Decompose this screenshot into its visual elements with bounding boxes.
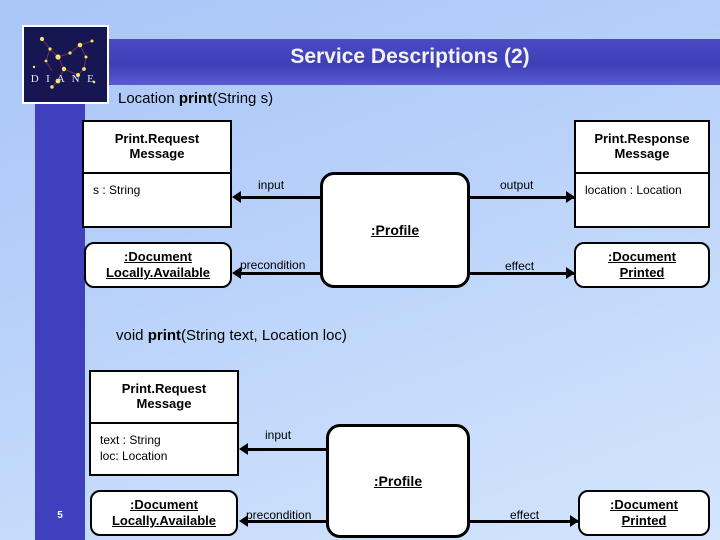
class-attribute: location : Location (585, 183, 682, 197)
class-title-line2: Message (136, 396, 192, 411)
section-2-effect-label: effect (510, 508, 540, 522)
state-line2: Printed (621, 513, 667, 528)
section-2-request-message-box: Print.Request Message text : String loc:… (89, 370, 239, 476)
class-attributes: location : Location (576, 174, 708, 198)
section-2-precondition-label: precondition (246, 508, 312, 522)
section-2-caption: void print(String text, Location loc) (116, 327, 347, 344)
caption-plain: Location (118, 90, 179, 107)
section-1-precondition-arrowhead (232, 267, 241, 279)
caption-tail: (String s) (212, 90, 274, 107)
section-2-effect-arrowhead (570, 515, 579, 527)
class-title-line1: Print.Request (121, 381, 207, 397)
section-1-input-edge (240, 196, 322, 199)
section-1-output-edge (468, 196, 574, 199)
section-1-precondition-label: precondition (240, 258, 306, 272)
caption-tail: (String text, Location loc) (181, 327, 347, 344)
class-attribute: loc: Location (100, 449, 168, 464)
section-2-profile-node: :Profile (326, 424, 470, 538)
section-1-effect-state: :Document Printed (574, 242, 710, 288)
section-2-input-arrowhead (239, 443, 248, 455)
logo-wordmark: D I A N E (31, 73, 97, 85)
section-1-response-message-box: Print.Response Message location : Locati… (574, 120, 710, 228)
page-number: 5 (57, 510, 63, 521)
section-1-caption: Location print(String s) (118, 90, 273, 107)
class-attribute: s : String (93, 183, 141, 197)
class-attributes: text : String loc: Location (91, 424, 237, 464)
section-2-input-edge (247, 448, 327, 451)
profile-label: :Profile (373, 473, 423, 489)
section-2-effect-edge (468, 520, 578, 523)
state-line2: Locally.Available (105, 265, 211, 280)
section-1-input-arrowhead (232, 191, 241, 203)
section-2-effect-state: :Document Printed (578, 490, 710, 536)
section-2-precondition-state: :Document Locally.Available (90, 490, 238, 536)
class-attribute: text : String (100, 433, 161, 447)
section-1-effect-edge (468, 272, 574, 275)
caption-bold: print (147, 327, 182, 344)
class-title-line2: Message (129, 146, 185, 161)
class-attributes: s : String (84, 174, 230, 198)
caption-plain: void (116, 327, 148, 344)
section-1-precondition-state: :Document Locally.Available (84, 242, 232, 288)
section-1-effect-arrowhead (566, 267, 575, 279)
class-title-line1: Print.Response (594, 131, 690, 147)
left-accent-bar (35, 86, 85, 540)
class-header: Print.Response Message (576, 122, 708, 174)
section-2-input-label: input (265, 428, 292, 442)
page-title: Service Descriptions (2) (290, 45, 530, 68)
class-title-line1: Print.Request (114, 131, 200, 147)
section-1-output-label: output (500, 178, 534, 192)
class-title-line2: Message (614, 146, 670, 161)
section-1-precondition-edge (240, 272, 322, 275)
section-1-effect-label: effect (505, 259, 535, 273)
state-line1: :Document (130, 496, 198, 512)
section-1-input-label: input (258, 178, 285, 192)
section-1-profile-node: :Profile (320, 172, 470, 288)
constellation-icon: D I A N E (31, 36, 97, 89)
section-2-precondition-edge (247, 520, 327, 523)
title-banner (100, 39, 720, 85)
state-line1: :Document (608, 248, 676, 264)
class-header: Print.Request Message (91, 372, 237, 424)
state-line2: Locally.Available (111, 513, 217, 528)
section-1-request-message-box: Print.Request Message s : String (82, 120, 232, 228)
state-line2: Printed (619, 265, 665, 280)
state-line1: :Document (610, 496, 678, 512)
profile-label: :Profile (370, 222, 420, 238)
section-2-precondition-arrowhead (239, 515, 248, 527)
caption-bold: print (178, 90, 213, 107)
diane-logo: D I A N E (22, 25, 109, 104)
state-line1: :Document (124, 248, 192, 264)
section-1-output-arrowhead (566, 191, 575, 203)
class-header: Print.Request Message (84, 122, 230, 174)
